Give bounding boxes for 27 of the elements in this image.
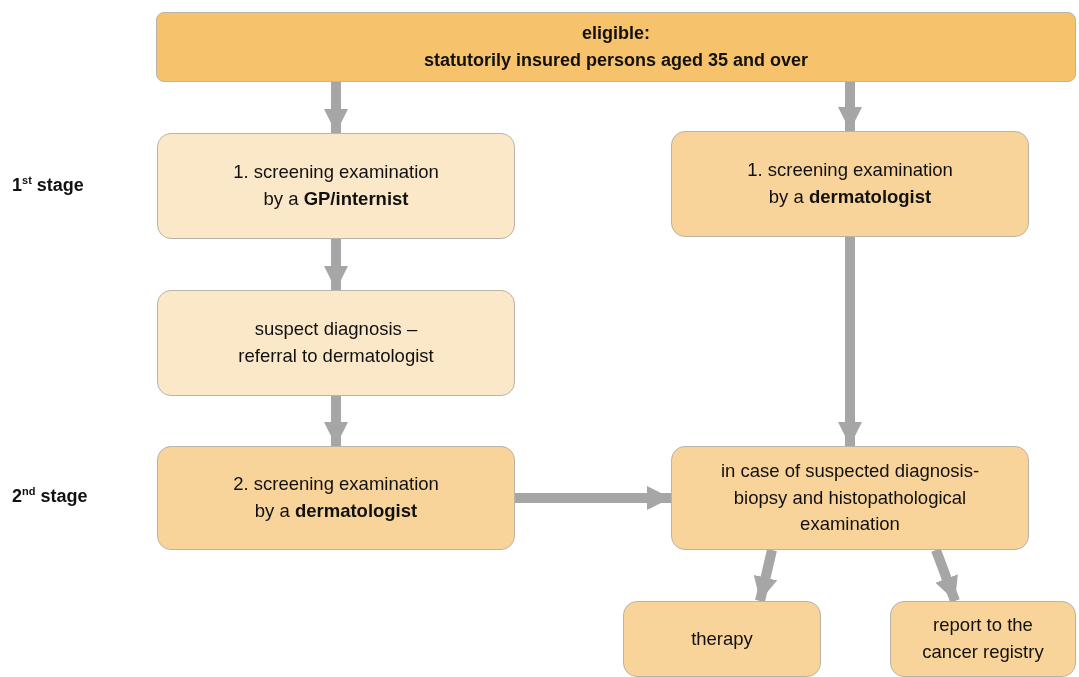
box-text: therapy — [691, 626, 753, 651]
process-box — [623, 601, 821, 677]
arrow — [753, 548, 778, 603]
arrow — [838, 237, 862, 446]
process-box — [157, 133, 515, 239]
box-text: 1. screening examination by a dermatologist — [746, 158, 954, 209]
banner-box — [156, 12, 1076, 82]
arrow — [515, 486, 671, 510]
arrow — [324, 82, 348, 133]
process-box — [890, 601, 1076, 677]
box-text: report to the cancer registry — [921, 613, 1045, 664]
banner-text: statutorily insured persons aged 35 and over — [423, 49, 809, 72]
arrow — [931, 548, 960, 603]
arrow — [838, 82, 862, 131]
arrow — [324, 239, 348, 290]
arrow — [324, 396, 348, 446]
process-box — [671, 446, 1029, 550]
stage-label: 2$^{nd}$ stage — [12, 485, 88, 507]
box-text: 2. screening examination by a dermatologist — [232, 472, 440, 523]
box-text: in case of suspected diagnosis- biopsy and histopathological examination — [719, 458, 981, 537]
box-text: suspect diagnosis – referral to dermatologist — [237, 317, 435, 368]
box-text: 1. screening examination by a GP/internist — [232, 160, 440, 211]
banner-heading: eligible: — [582, 22, 650, 45]
stage-label: 1$^{st}$ stage — [12, 174, 84, 196]
process-box — [671, 131, 1029, 237]
process-box — [157, 446, 515, 550]
process-box — [157, 290, 515, 396]
